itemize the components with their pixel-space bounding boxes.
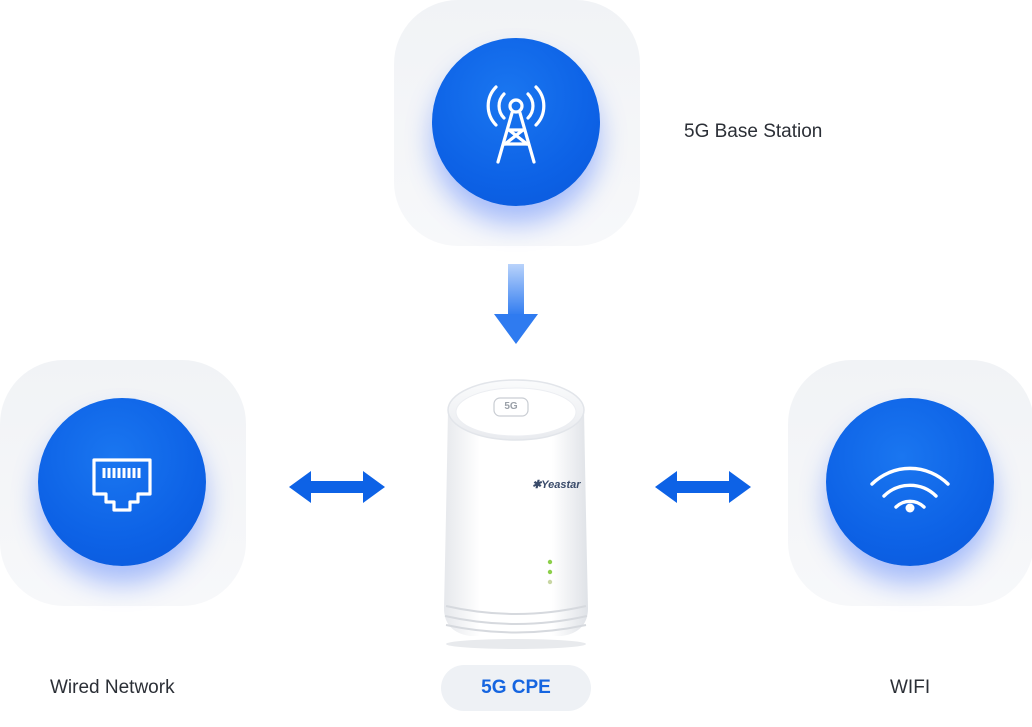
ethernet-port-icon <box>92 458 152 512</box>
wifi-circle <box>826 398 994 566</box>
base-station-circle <box>432 38 600 206</box>
cpe-label-pill <box>441 665 591 711</box>
cpe-badge: 5G <box>504 401 518 412</box>
cell-tower-icon <box>486 85 546 164</box>
right-double-arrow-icon <box>655 471 751 503</box>
down-arrow-icon <box>494 264 538 344</box>
cpe-brand-logo: ✱Yeastar <box>532 479 581 491</box>
wired-network-label: Wired Network <box>50 677 175 698</box>
cpe-label: 5G CPE <box>481 677 551 698</box>
cpe-device <box>444 379 588 649</box>
left-double-arrow-icon <box>289 471 385 503</box>
wired-network-circle <box>38 398 206 566</box>
wifi-label: WIFI <box>890 677 931 698</box>
wifi-icon <box>870 466 950 513</box>
base-station-label: 5G Base Station <box>684 121 823 142</box>
brand-mark-icon: ✱ <box>532 479 542 491</box>
